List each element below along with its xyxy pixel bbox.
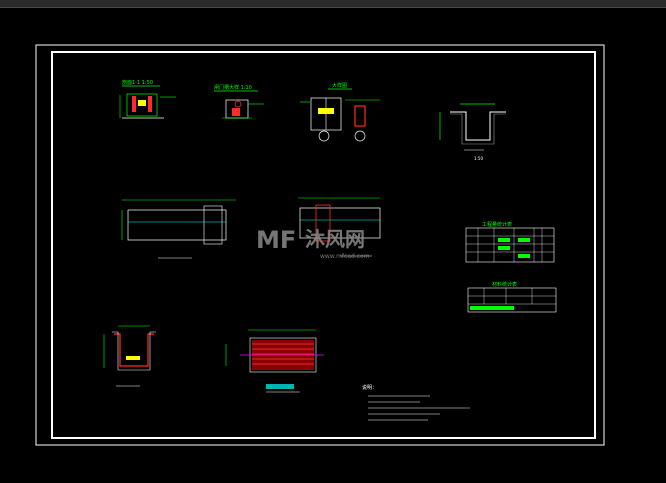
watermark: MF 沐风网 www.mfcad.com — [256, 226, 370, 260]
outer-frame — [35, 44, 605, 446]
table-1-title: 工程量统计表 — [482, 221, 512, 228]
notes-heading: 说明： — [362, 384, 377, 391]
view-section-3[interactable]: 大样图 — [300, 82, 380, 142]
view-section-1[interactable]: 剖面1-1 1:50 — [119, 79, 176, 119]
plan-view[interactable] — [225, 329, 324, 393]
drawing-svg: 剖面1-1 1:50 闸门槽大样 1:10 大样图 — [35, 44, 605, 446]
elevation-left[interactable] — [121, 199, 236, 259]
view-section-2[interactable]: 闸门槽大样 1:10 — [214, 84, 264, 119]
view-section-4[interactable]: 1:50 — [439, 103, 506, 161]
channel-section[interactable] — [103, 325, 156, 387]
watermark-logo: MF — [256, 226, 296, 254]
quantity-table[interactable]: 工程量统计表 — [465, 221, 555, 263]
material-table[interactable]: 材料统计表 — [467, 281, 557, 313]
window-top-bar — [0, 0, 666, 8]
watermark-brand: 沐风网 — [305, 227, 365, 251]
view-title-4: 1:50 — [474, 156, 483, 161]
table-2-title: 材料统计表 — [492, 281, 517, 288]
elevation-right[interactable] — [298, 197, 381, 257]
view-title-1: 剖面1-1 1:50 — [122, 79, 153, 86]
view-title-3: 大样图 — [332, 82, 347, 89]
notes-block[interactable]: 说明： — [362, 384, 470, 421]
inner-frame — [51, 51, 596, 439]
view-title-2: 闸门槽大样 1:10 — [214, 84, 252, 91]
watermark-url: www.mfcad.com — [320, 253, 370, 260]
cad-drawing-canvas[interactable]: 剖面1-1 1:50 闸门槽大样 1:10 大样图 — [0, 8, 666, 483]
